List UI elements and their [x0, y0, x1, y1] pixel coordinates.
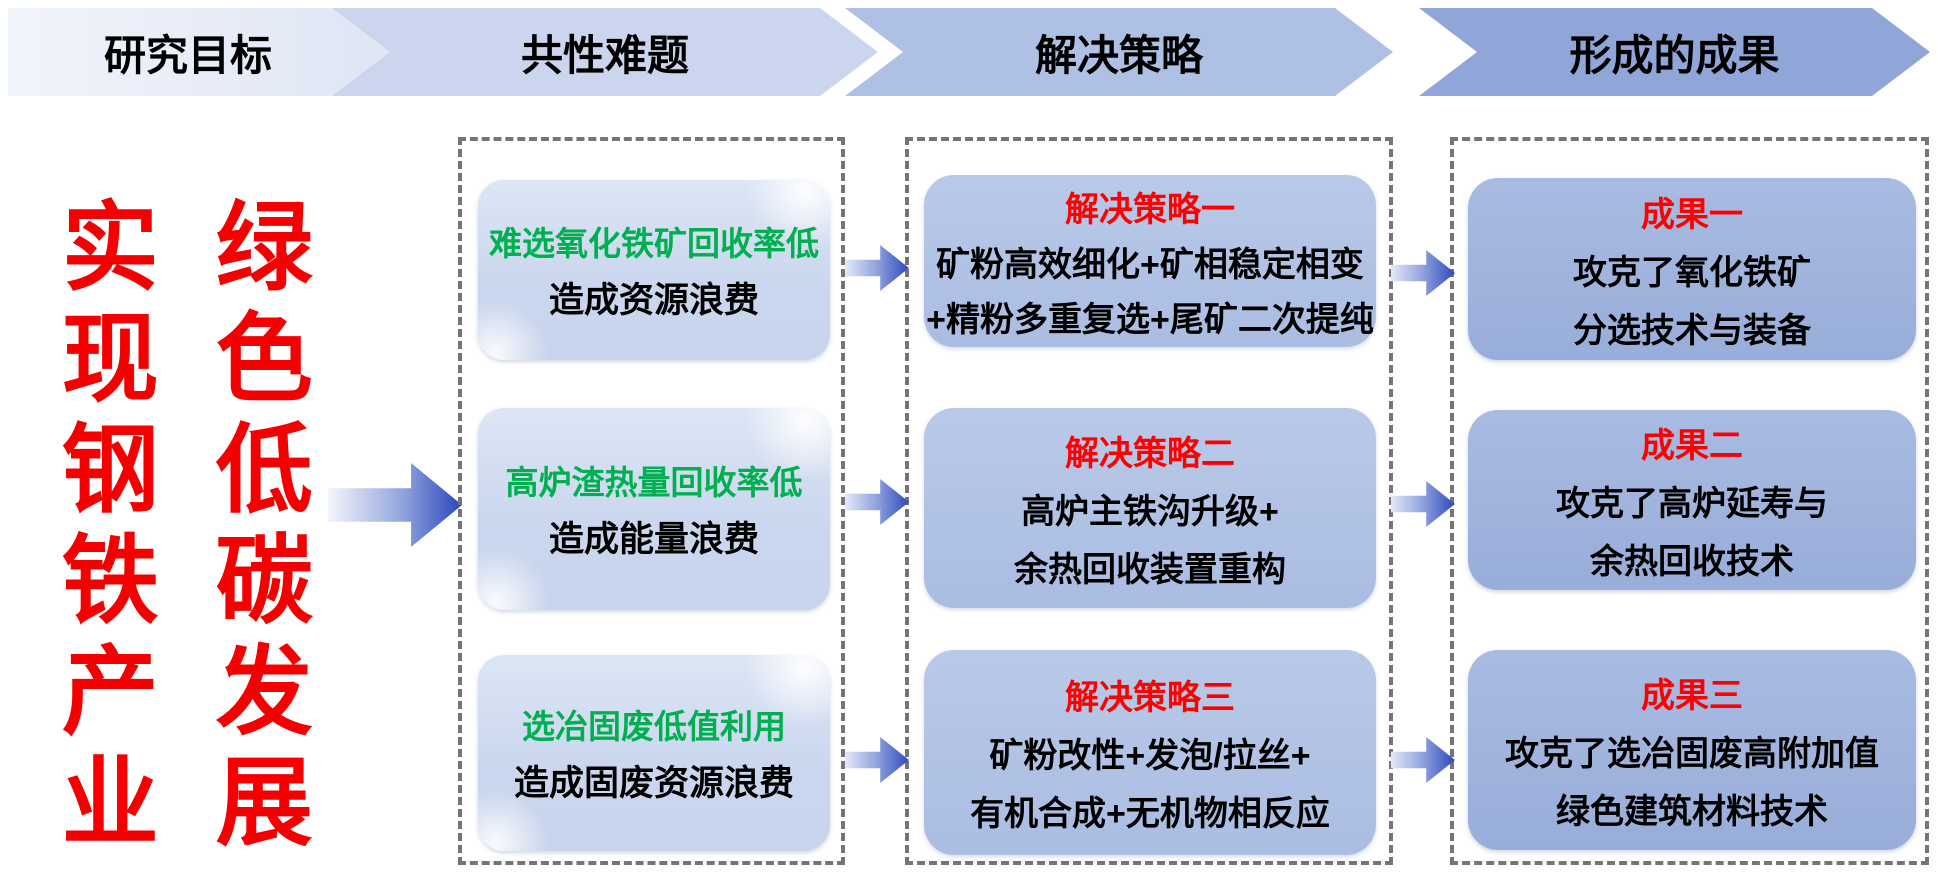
flow-arrow-icon — [1391, 737, 1455, 783]
main-flow-arrow-icon — [328, 463, 462, 547]
flow-arrow-icon — [1391, 481, 1455, 527]
banner-common-problems: 共性难题 — [332, 8, 878, 96]
result-title: 成果三 — [1641, 676, 1743, 715]
banner-label: 共性难题 — [520, 31, 689, 79]
strategy-line: 高炉主铁沟升级+ — [1021, 492, 1279, 531]
problem-box: 选冶固废低值利用 造成固废资源浪费 — [478, 655, 830, 851]
strategy-title: 解决策略一 — [1065, 190, 1235, 229]
problem-detail-text: 造成资源浪费 — [548, 281, 759, 320]
problem-highlight-text: 难选氧化铁矿回收率低 — [489, 225, 819, 262]
result-line: 攻克了高炉延寿与 — [1556, 484, 1828, 523]
problem-highlight-text: 选冶固废低值利用 — [522, 708, 786, 745]
strategy-box: 解决策略一 矿粉高效细化+矿相稳定相变 +精粉多重复选+尾矿二次提纯 — [924, 175, 1376, 347]
banner-label: 解决策略 — [1034, 31, 1203, 79]
problems-column — [458, 137, 845, 865]
flow-arrow-icon — [845, 737, 909, 783]
strategy-line: 有机合成+无机物相反应 — [970, 795, 1330, 833]
flow-arrow-icon — [845, 245, 909, 291]
strategy-title: 解决策略三 — [1065, 679, 1235, 717]
result-box: 成果二 攻克了高炉延寿与 余热回收技术 — [1468, 410, 1916, 590]
banner-solution-strategies: 解决策略 — [845, 8, 1393, 96]
result-title: 成果二 — [1641, 426, 1743, 465]
problem-detail-text: 造成能量浪费 — [548, 520, 759, 559]
result-line: 攻克了氧化铁矿 — [1573, 253, 1811, 292]
result-line: 绿色建筑材料技术 — [1556, 792, 1828, 831]
banner-results: 形成的成果 — [1419, 8, 1930, 96]
problem-detail-text: 造成固废资源浪费 — [513, 764, 794, 803]
strategy-box: 解决策略二 高炉主铁沟升级+ 余热回收装置重构 — [924, 408, 1376, 608]
result-line: 余热回收技术 — [1590, 542, 1794, 581]
problem-box: 难选氧化铁矿回收率低 造成资源浪费 — [478, 180, 830, 360]
strategy-line: +精粉多重复选+尾矿二次提纯 — [926, 300, 1374, 339]
strategy-line: 矿粉高效细化+矿相稳定相变 — [936, 245, 1364, 284]
vertical-goal-text-1: 实现钢铁产业 — [46, 196, 156, 862]
results-column — [1450, 137, 1929, 865]
result-title: 成果一 — [1641, 195, 1743, 234]
result-box: 成果一 攻克了氧化铁矿 分选技术与装备 — [1468, 178, 1916, 360]
result-box: 成果三 攻克了选冶固废高附加值 绿色建筑材料技术 — [1468, 650, 1916, 850]
strategy-title: 解决策略二 — [1065, 434, 1235, 473]
strategy-line: 矿粉改性+发泡/拉丝+ — [989, 737, 1311, 775]
result-line: 攻克了选冶固废高附加值 — [1505, 734, 1879, 773]
banner-label: 形成的成果 — [1569, 31, 1780, 79]
result-line: 分选技术与装备 — [1573, 311, 1811, 350]
flow-arrow-icon — [1391, 250, 1455, 296]
vertical-goal-text-2: 绿色低碳发展 — [200, 196, 310, 862]
banner-label: 研究目标 — [103, 31, 272, 79]
strategy-line: 余热回收装置重构 — [1014, 550, 1286, 589]
problem-box: 高炉渣热量回收率低 造成能量浪费 — [478, 408, 830, 610]
flow-arrow-icon — [845, 479, 909, 525]
problem-highlight-text: 高炉渣热量回收率低 — [505, 464, 803, 501]
strategy-box: 解决策略三 矿粉改性+发泡/拉丝+ 有机合成+无机物相反应 — [924, 650, 1376, 855]
